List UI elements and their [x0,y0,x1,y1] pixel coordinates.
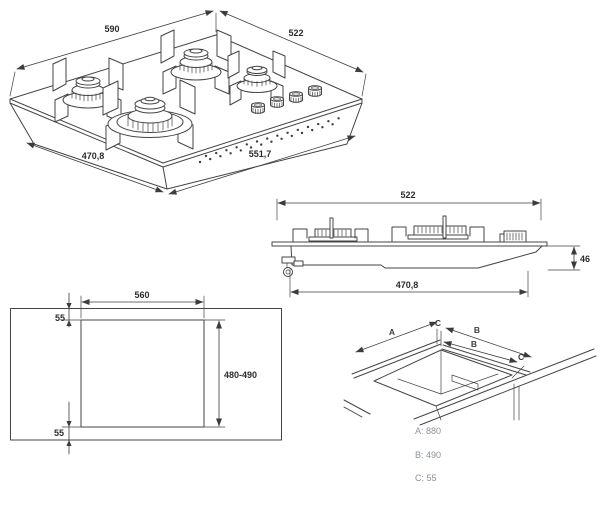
burner-wok-front [102,79,196,151]
dim-label-c-top: C [435,318,441,328]
hob-glass-profile [271,241,548,247]
legend-c: C: 55 [415,473,437,483]
control-knobs [251,85,322,115]
plan-dimensions: 560 55 480-490 55 [54,290,257,455]
dim-cutout-depth: 480-490 [224,370,257,380]
dim-label-b-upper: B [474,325,480,335]
dim-side-width-top: 522 [400,190,415,200]
dim-label-b-lower: B [471,339,477,349]
iso-dimensions: 590 522 470,8 551,7 [9,10,367,195]
cutout-outline [80,319,205,428]
dim-depth-front-left: 470,8 [82,151,105,161]
legend-a: A: 880 [415,426,441,436]
worktop-cutout-isometric-view: A C B B C A: 880 B: 490 C: 55 [343,318,597,483]
burner-back [160,29,232,95]
dim-depth-back-right: 522 [288,28,303,38]
legend-b: B: 490 [415,450,441,460]
cutout-opening [373,349,513,407]
hob-body-tray [290,245,543,269]
dim-label-c-right: C [518,352,524,362]
dim-cutout-width: 560 [134,290,149,300]
dim-label-a: A [389,327,395,337]
hob-side-view: 522 46 470,8 [271,190,590,298]
dim-side-height: 46 [580,254,590,264]
worktop-outline [10,308,282,441]
knob-4 [308,85,322,98]
cutout-legend: A: 880 B: 490 C: 55 [415,426,441,483]
dim-width-back-left: 590 [104,24,119,34]
gas-connection-pipe [281,256,304,277]
worktop-cutout-plan-view: 560 55 480-490 55 [10,290,282,455]
side-dimensions: 522 46 470,8 [276,190,590,298]
knob-1 [251,102,265,115]
dim-bottom-clearance: 55 [54,428,64,438]
dim-side-width-bottom: 470,8 [396,280,419,290]
dim-width-front-right: 551,7 [249,149,272,159]
knob-3 [289,91,303,104]
knob-2 [270,96,284,109]
hob-isometric-view: 590 522 470,8 551,7 [9,10,367,195]
dim-top-clearance: 55 [55,313,65,323]
cutout-iso-dimensions: A C B B C [355,318,532,363]
